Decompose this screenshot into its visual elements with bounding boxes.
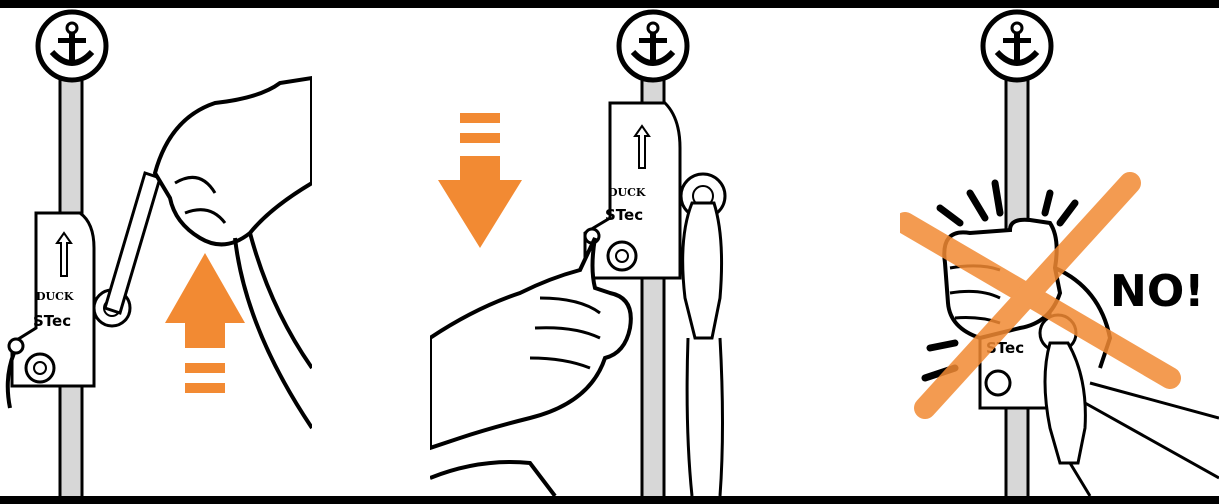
carabiner — [683, 203, 722, 338]
device-brand-bottom: STec — [33, 312, 71, 330]
hand-pulling — [155, 78, 312, 428]
panel-do-not-grip: STec NO! — [900, 8, 1219, 496]
lanyard — [687, 338, 722, 496]
anchor-icon — [619, 12, 687, 80]
bottom-border — [0, 496, 1219, 504]
down-arrow-icon — [438, 113, 522, 248]
anchor-icon — [38, 12, 106, 80]
connector — [105, 173, 160, 313]
top-border — [0, 0, 1219, 8]
anchor-icon — [983, 12, 1051, 80]
panel-pull-up: DUCK STec — [0, 8, 312, 496]
carabiner — [1045, 343, 1085, 463]
fall-arrester-device: DUCK STec — [585, 103, 680, 278]
device-brand-top: DUCK — [608, 186, 646, 199]
device-brand-top: DUCK — [36, 290, 74, 303]
warning-label: NO! — [1110, 266, 1204, 317]
panel-pull-down: DUCK STec — [430, 8, 730, 496]
up-arrow-icon — [165, 253, 245, 393]
device-brand-bottom: STec — [605, 206, 643, 224]
fall-arrester-device: DUCK STec — [8, 213, 94, 408]
